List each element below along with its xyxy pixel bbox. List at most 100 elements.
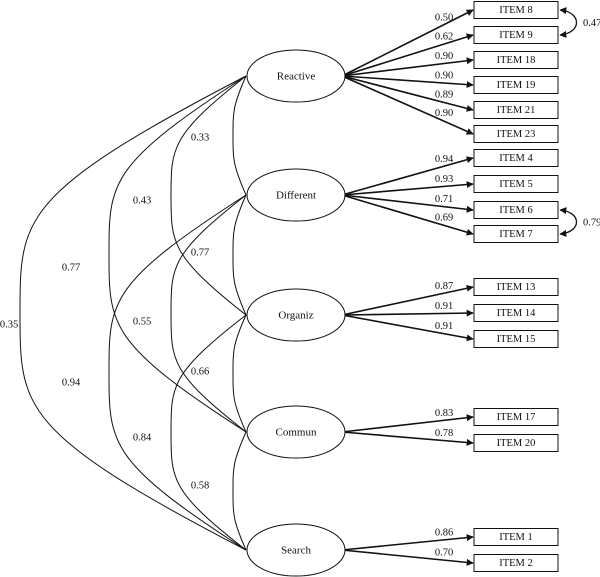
- residual-correlations: 0.47 0.79: [559, 7, 600, 237]
- loading-value: 0.90: [435, 51, 453, 62]
- loading-arrow-reactive-item-3: [341, 75, 474, 89]
- loading-value: 0.83: [435, 408, 453, 419]
- correlation-curve-different-organiz: [232, 194, 247, 316]
- item-box: [473, 149, 559, 167]
- factor-loadings: 0.500.620.900.900.890.900.940.930.710.69…: [341, 9, 474, 566]
- factor-ellipse-organiz: [246, 288, 346, 342]
- loading-value: 0.94: [435, 154, 454, 165]
- item-label: ITEM 2: [499, 558, 533, 569]
- loading-value: 0.69: [435, 213, 453, 224]
- factor-ellipse-reactive: [246, 49, 346, 103]
- loading-arrow-different-item-7: [341, 181, 474, 196]
- item-box: [473, 225, 559, 243]
- correlation-value-reactive-organiz: 0.43: [133, 195, 151, 206]
- loading-value: 0.78: [435, 428, 453, 439]
- correlation-value-organiz-search: 0.84: [133, 432, 152, 443]
- correlation-curve-different-search: [108, 194, 247, 551]
- factor-correlations: 0.330.430.770.350.770.550.940.660.840.58: [0, 75, 247, 551]
- loading-arrow-different-item-6: [341, 156, 474, 196]
- item-box: [473, 408, 559, 426]
- item-label: ITEM 19: [497, 80, 536, 91]
- item-label: ITEM 15: [497, 334, 536, 345]
- factor-label-different: Different: [276, 190, 316, 202]
- item-box: [473, 125, 559, 143]
- observed-items: ITEM 8 ITEM 9 ITEM 18 ITEM 19 ITEM 21 ITEM 23…: [473, 1, 559, 572]
- correlation-curve-organiz-search: [170, 314, 247, 551]
- item-label: ITEM 8: [499, 5, 533, 16]
- item-label: ITEM 4: [499, 153, 533, 164]
- correlation-curve-reactive-search: [19, 75, 247, 551]
- item-label: ITEM 14: [497, 308, 537, 319]
- loading-arrow-organiz-item-12: [341, 314, 474, 342]
- item-label: ITEM 18: [497, 55, 536, 66]
- correlation-value-reactive-search: 0.35: [0, 319, 18, 330]
- correlation-curve-different-commun: [170, 194, 247, 433]
- loading-value: 0.50: [435, 12, 453, 23]
- loading-arrow-organiz-item-11: [341, 309, 474, 317]
- loading-value: 0.91: [435, 301, 453, 312]
- item-box: [473, 201, 559, 219]
- item-label: ITEM 20: [497, 438, 536, 449]
- item-box: [473, 1, 559, 19]
- loading-value: 0.90: [435, 108, 453, 119]
- correlation-value-different-organiz: 0.77: [191, 247, 209, 258]
- correlation-value-reactive-different: 0.33: [191, 132, 209, 143]
- item-label: ITEM 21: [497, 105, 536, 116]
- loading-value: 0.90: [435, 70, 453, 81]
- loading-arrow-reactive-item-0: [341, 9, 474, 77]
- loading-value: 0.70: [435, 547, 453, 558]
- loading-arrow-search-item-16: [341, 549, 474, 566]
- correlation-value-organiz-commun: 0.66: [191, 366, 209, 377]
- item-box: [473, 278, 559, 296]
- item-label: ITEM 6: [499, 205, 533, 216]
- loading-arrow-organiz-item-10: [341, 284, 474, 316]
- factor-label-search: Search: [281, 545, 311, 557]
- loading-value: 0.86: [435, 527, 453, 538]
- loading-value: 0.91: [435, 321, 453, 332]
- factor-label-reactive: Reactive: [277, 71, 316, 83]
- correlation-curve-reactive-different: [232, 75, 247, 196]
- loading-arrow-different-item-9: [341, 194, 474, 236]
- loading-value: 0.62: [435, 32, 453, 43]
- factor-ellipse-search: [246, 523, 346, 577]
- loading-arrow-search-item-15: [341, 534, 474, 551]
- loading-arrow-commun-item-14: [341, 431, 474, 446]
- factor-ellipse-different: [246, 168, 346, 222]
- factor-label-commun: Commun: [276, 427, 317, 439]
- item-box: [473, 434, 559, 452]
- item-box: [473, 554, 559, 572]
- item-box: [473, 330, 559, 348]
- item-label: ITEM 17: [497, 412, 536, 423]
- correlation-curve-reactive-organiz: [170, 75, 247, 316]
- loading-arrow-reactive-item-5: [341, 75, 474, 135]
- item-label: ITEM 9: [499, 30, 533, 41]
- item-label: ITEM 23: [497, 129, 536, 140]
- item-box: [473, 101, 559, 119]
- correlation-curve-commun-search: [232, 431, 247, 551]
- item-box: [473, 304, 559, 322]
- residual-value: 0.79: [583, 217, 600, 228]
- correlation-curve-organiz-commun: [232, 314, 247, 433]
- item-label: ITEM 1: [499, 532, 533, 543]
- loading-arrow-commun-item-13: [341, 414, 474, 433]
- correlation-value-reactive-commun: 0.77: [62, 262, 80, 273]
- item-label: ITEM 13: [497, 282, 536, 293]
- item-label: ITEM 5: [499, 179, 533, 190]
- residual-arc: [559, 207, 577, 237]
- item-box: [473, 528, 559, 546]
- loading-value: 0.87: [435, 281, 453, 292]
- factor-label-organiz: Organiz: [278, 310, 313, 322]
- item-box: [473, 26, 559, 44]
- item-box: [473, 51, 559, 69]
- loading-value: 0.89: [435, 90, 453, 101]
- factor-ellipse-commun: [246, 405, 346, 459]
- residual-value: 0.47: [583, 18, 600, 29]
- loading-arrow-reactive-item-1: [341, 33, 474, 77]
- loading-value: 0.93: [435, 174, 453, 185]
- correlation-value-commun-search: 0.58: [191, 480, 209, 491]
- loading-arrow-reactive-item-2: [341, 57, 474, 77]
- loading-arrow-reactive-item-4: [341, 75, 474, 112]
- correlation-curve-reactive-commun: [108, 75, 247, 433]
